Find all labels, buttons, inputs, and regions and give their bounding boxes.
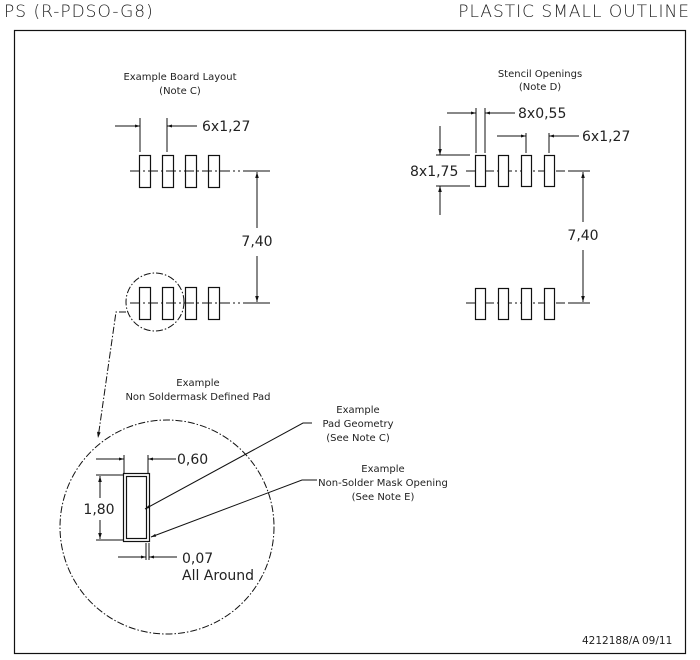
stencil-opening bbox=[474, 154, 487, 188]
solder-mask-opening bbox=[122, 472, 151, 543]
clearance-label: 0,07 bbox=[182, 551, 213, 567]
stencil-opening bbox=[497, 287, 510, 321]
pad-geometry bbox=[125, 475, 148, 540]
stencil-length-label: 8x1,75 bbox=[410, 164, 458, 180]
callout-mask-line1: Example bbox=[361, 464, 404, 475]
detail-title-line1: Example bbox=[176, 378, 219, 389]
board-layout-note: (Note C) bbox=[159, 86, 201, 97]
stencil-opening bbox=[497, 154, 510, 188]
drawing-frame bbox=[13, 29, 687, 655]
pad bbox=[138, 286, 152, 321]
board-layout-title: Example Board Layout bbox=[123, 72, 236, 83]
stencil-opening bbox=[543, 287, 556, 321]
pad bbox=[184, 154, 198, 189]
pad-detail-view: Example Non Soldermask Defined Pad 0,60 … bbox=[59, 378, 448, 635]
pad bbox=[161, 286, 175, 321]
detail-leader-line bbox=[97, 311, 126, 439]
board-row-spacing-label: 7,40 bbox=[241, 234, 272, 250]
pad bbox=[184, 286, 198, 321]
pad bbox=[207, 154, 221, 189]
pad-length-label: 1,80 bbox=[83, 502, 114, 518]
pad-geometry-leader bbox=[144, 422, 312, 510]
pad bbox=[161, 154, 175, 189]
callout-pad-line1: Example bbox=[336, 405, 379, 416]
detail-circle bbox=[59, 419, 275, 635]
clearance-note: All Around bbox=[182, 568, 254, 584]
pad bbox=[207, 286, 221, 321]
pad bbox=[138, 154, 152, 189]
detail-callout-circle bbox=[125, 272, 185, 332]
drawing-date: 09/11 bbox=[642, 635, 672, 647]
pad-width-label: 0,60 bbox=[177, 452, 208, 468]
package-name-title: PLASTIC SMALL OUTLINE bbox=[458, 2, 690, 22]
stencil-pitch-label: 6x1,27 bbox=[582, 129, 630, 145]
package-code-title: PS (R-PDSO-G8) bbox=[4, 2, 154, 22]
detail-title-line2: Non Soldermask Defined Pad bbox=[125, 392, 270, 403]
stencil-title: Stencil Openings bbox=[498, 69, 582, 80]
board-pitch-label: 6x1,27 bbox=[202, 119, 250, 135]
stencil-view: Stencil Openings (Note D) 8x0,55 6x1,27 … bbox=[410, 69, 630, 321]
stencil-opening bbox=[474, 287, 487, 321]
stencil-opening bbox=[543, 154, 556, 188]
board-layout-view: Example Board Layout (Note C) 6x1,27 7,4… bbox=[97, 72, 273, 439]
stencil-width-label: 8x0,55 bbox=[518, 106, 566, 122]
stencil-opening bbox=[520, 154, 533, 188]
callout-pad-line3: (See Note C) bbox=[326, 433, 390, 444]
stencil-opening bbox=[520, 287, 533, 321]
drawing-id: 4212188/A bbox=[582, 635, 640, 647]
stencil-note: (Note D) bbox=[519, 82, 561, 93]
mask-opening-leader bbox=[150, 479, 317, 538]
callout-mask-line3: (See Note E) bbox=[352, 492, 415, 503]
callout-mask-line2: Non-Solder Mask Opening bbox=[318, 478, 448, 489]
callout-pad-line2: Pad Geometry bbox=[322, 419, 393, 430]
stencil-row-spacing-label: 7,40 bbox=[567, 228, 598, 244]
